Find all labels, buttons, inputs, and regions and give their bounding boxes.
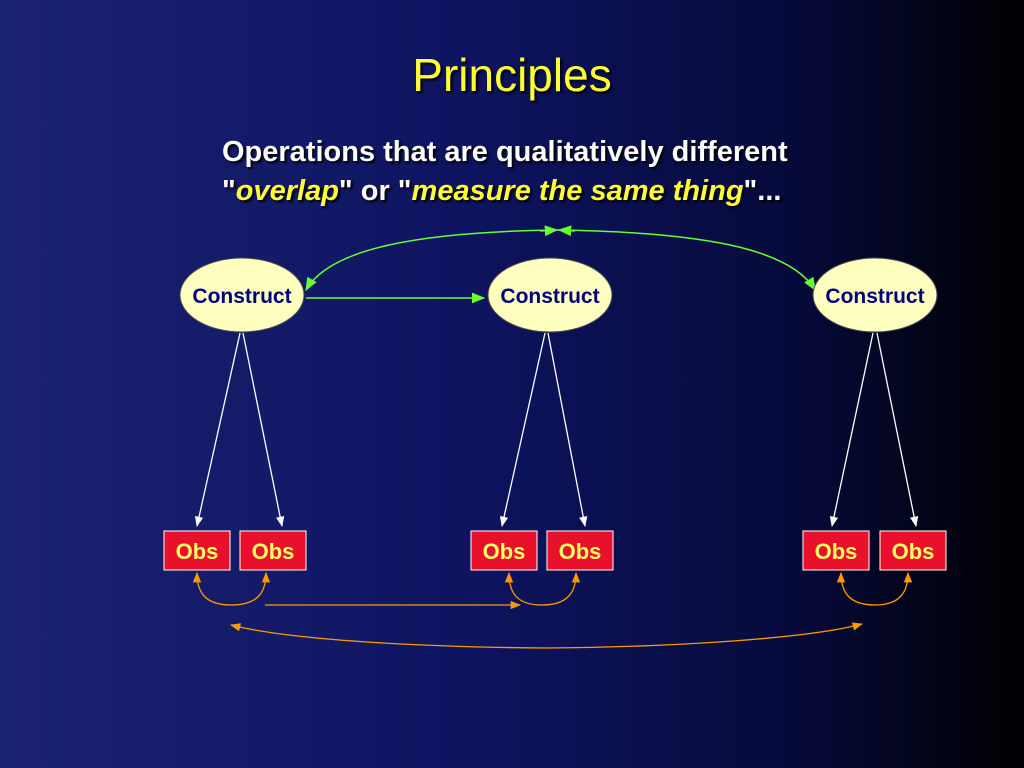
subtitle-line-1: Operations that are qualitatively differ… (222, 136, 788, 168)
obs-label-6: Obs (892, 539, 935, 564)
construct-relations (305, 225, 816, 304)
bend-obs3-obs4-left (504, 571, 543, 606)
emphasis-measure-same-thing: measure the same thing (411, 175, 744, 207)
bend-obs5-obs6-left (836, 571, 876, 606)
construct-node-1: Construct (179, 257, 305, 333)
obs-label-3: Obs (483, 539, 526, 564)
obs-box-4: Obs (546, 530, 614, 571)
arc-obs-pair-1-to-pair-3 (229, 623, 546, 649)
measure-c2-obs4 (547, 332, 588, 528)
obs-box-5: Obs (802, 530, 870, 571)
slide-subtitle: Operations that are qualitatively differ… (222, 133, 922, 211)
quote-open: " (222, 175, 236, 207)
obs-box-1: Obs (163, 530, 231, 571)
obs-box-3: Obs (470, 530, 538, 571)
arrowhead-top-right (557, 225, 576, 237)
measure-c2-obs3 (499, 332, 546, 528)
emphasis-overlap: overlap (235, 175, 339, 207)
arc-obs-pair-3-to-pair-1 (544, 622, 864, 649)
construct-label-2: Construct (500, 285, 599, 308)
measure-c3-obs6 (876, 332, 919, 528)
measure-c3-obs5 (829, 332, 874, 528)
bend-obs2-obs1 (230, 571, 271, 606)
measurement-arrows (194, 332, 919, 528)
arc-construct-3-to-top (555, 229, 816, 292)
observation-relations (192, 571, 913, 649)
arrowhead-top-left (539, 225, 559, 237)
bend-obs1-obs2 (192, 571, 232, 606)
obs-label-5: Obs (815, 539, 858, 564)
construct-node-2: Construct (487, 257, 613, 333)
obs-label-4: Obs (559, 539, 602, 564)
subtitle-connector: " or " (338, 175, 412, 207)
subtitle-line-2: "overlap" or "measure the same thing"... (222, 172, 922, 211)
construct-label-1: Construct (192, 285, 291, 308)
subtitle-ending: "... (743, 175, 782, 207)
obs-box-6: Obs (879, 530, 947, 571)
bend-obs3-obs4-right (541, 571, 581, 606)
slide-title: Principles (412, 49, 612, 101)
construct-node-3: Construct (812, 257, 938, 333)
obs-label-2: Obs (252, 539, 295, 564)
measure-c1-obs2 (242, 332, 285, 528)
bend-obs5-obs6-right (874, 571, 913, 606)
obs-label-1: Obs (176, 539, 219, 564)
measure-c1-obs1 (194, 332, 241, 528)
construct-label-3: Construct (825, 285, 924, 308)
arc-construct-1-to-top (305, 229, 557, 292)
obs-box-2: Obs (239, 530, 307, 571)
